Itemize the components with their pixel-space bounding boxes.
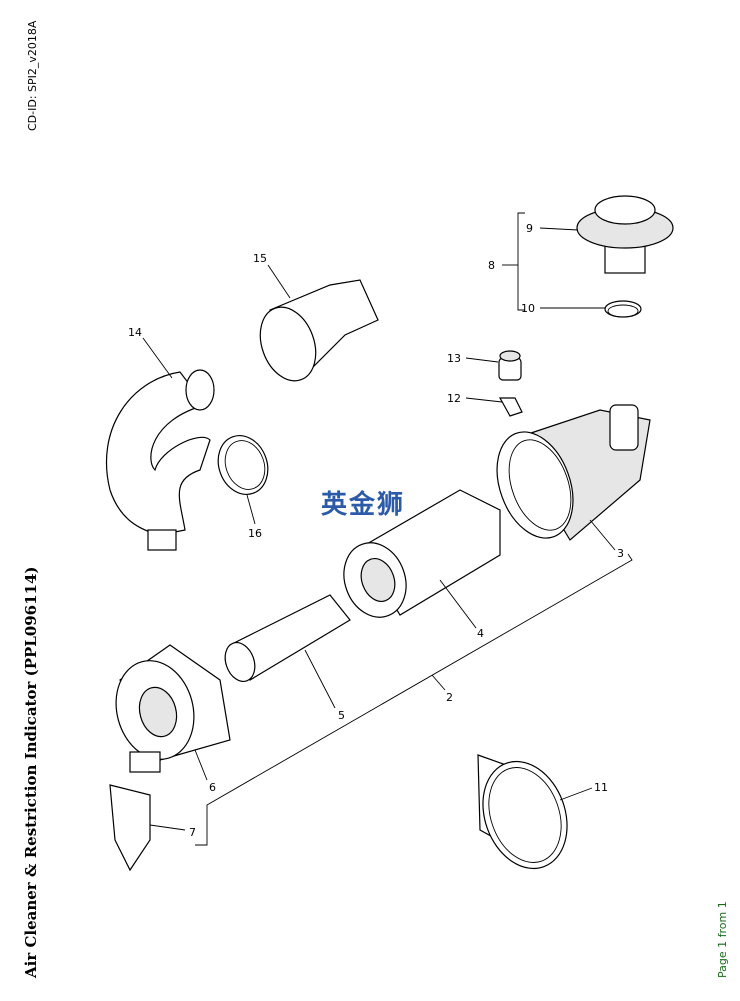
callout-14: 14 [128,326,142,339]
callout-9: 9 [526,222,533,235]
callout-10: 10 [521,302,535,315]
callout-11: 11 [594,781,608,794]
leader-lines [142,212,633,846]
callout-2: 2 [446,691,453,704]
callout-6: 6 [209,781,216,794]
part-13-indicator [498,350,522,381]
part-12-adapter [498,397,523,417]
part-4-main-filter [343,489,501,618]
part-5-safety-filter [224,594,351,682]
part-9-precleaner-cap [576,195,674,274]
callout-4: 4 [477,627,484,640]
callout-16: 16 [248,527,262,540]
callout-12: 12 [447,392,461,405]
callout-13: 13 [447,352,461,365]
part-6-cover [115,644,231,773]
callout-3: 3 [617,547,624,560]
callout-8: 8 [488,259,495,272]
callout-5: 5 [338,709,345,722]
part-10-clamp [604,300,642,318]
part-7-dust-valve [109,784,151,872]
part-3-housing [496,404,651,541]
part-16-clamp [217,435,269,495]
callout-7: 7 [189,826,196,839]
part-14-elbow-hose [105,369,215,551]
part-11-mounting-band [477,754,568,870]
watermark: 英金狮 [321,490,406,520]
callout-15: 15 [253,252,267,265]
part-15-reducer-hose [259,279,379,382]
